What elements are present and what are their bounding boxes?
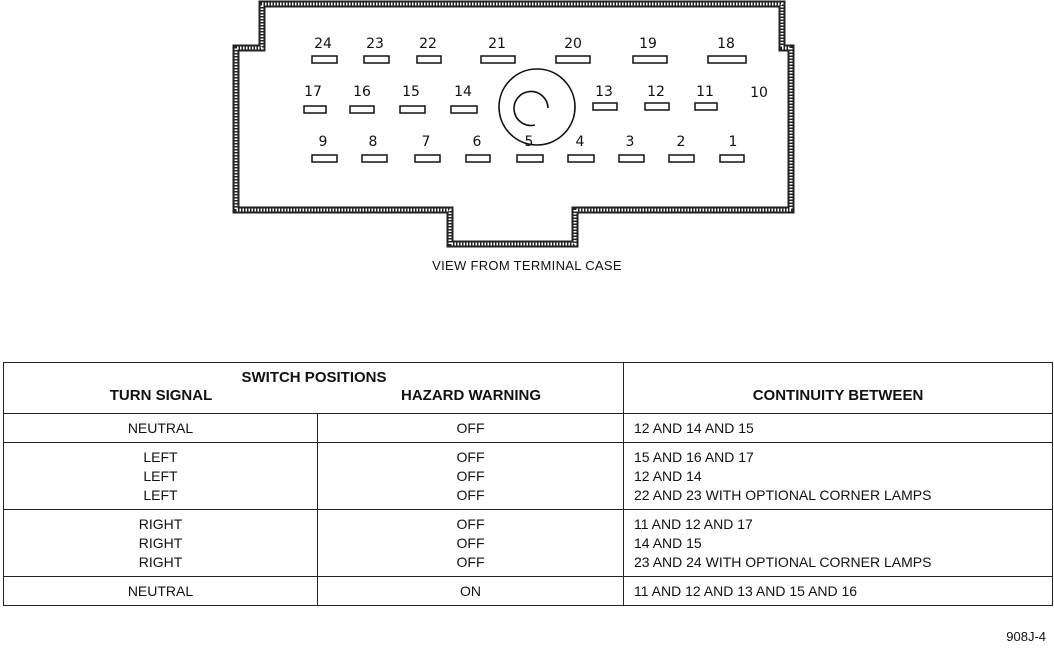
hazard-warning-cell-line: OFF [456,535,485,551]
hazard-warning-cell-line: OFF [456,420,485,436]
terminal-slot-12 [644,102,670,111]
pin-label-20: 20 [564,36,582,52]
terminal-slot-18 [707,55,747,64]
turn-signal-cell-line: LEFT [143,487,178,503]
continuity-cell: 11 AND 12 AND 17 14 AND 15 23 AND 24 WITH … [623,509,1053,577]
continuity-cell-line: 22 AND 23 WITH OPTIONAL CORNER LAMPS [634,487,932,503]
turn-signal-cell-line: RIGHT [138,516,183,532]
pin-label-21: 21 [488,36,506,52]
pin-label-16: 16 [353,84,371,100]
turn-signal-cell-line: LEFT [143,449,178,465]
terminal-slot-16 [349,105,375,114]
continuity-cell: 12 AND 14 AND 15 [623,413,1053,443]
hazard-warning-header: HAZARD WARNING [401,387,541,404]
continuity-cell: 15 AND 16 AND 17 12 AND 14 22 AND 23 WITH … [623,442,1053,510]
pin-label-6: 6 [473,134,482,150]
pin-label-24: 24 [314,36,332,52]
pin-label-18: 18 [717,36,735,52]
turn-signal-header: TURN SIGNAL [109,387,213,404]
terminal-slot-22 [416,55,442,64]
table-row: NEUTRAL OFF 12 AND 14 AND 15 [3,413,1053,443]
pin-label-22: 22 [419,36,437,52]
pin-label-2: 2 [677,134,686,150]
hazard-warning-cell-line: OFF [456,516,485,532]
turn-signal-cell-line: RIGHT [138,554,183,570]
hazard-warning-cell-line: OFF [456,468,485,484]
terminal-slot-3 [618,154,645,163]
terminal-slot-13 [592,102,618,111]
terminal-slot-14 [450,105,478,114]
turn-signal-cell-line: NEUTRAL [127,583,194,599]
pin-label-5: 5 [525,134,534,150]
pin-label-11: 11 [696,84,714,100]
terminal-slot-8 [361,154,388,163]
turn-signal-cell: NEUTRAL [3,413,318,443]
continuity-cell-line: 23 AND 24 WITH OPTIONAL CORNER LAMPS [634,554,932,570]
table-row: RIGHT RIGHT RIGHT OFF OFF OFF 11 AND 12 AND 17… [3,509,1053,577]
terminal-slot-6 [465,154,491,163]
terminal-slot-1 [719,154,745,163]
pin-label-12: 12 [647,84,665,100]
terminal-slot-2 [668,154,695,163]
pin-label-10: 10 [750,85,768,101]
hazard-warning-cell-line: OFF [456,554,485,570]
turn-signal-cell: LEFT LEFT LEFT [3,442,318,510]
hazard-warning-cell-line: OFF [456,487,485,503]
pin-label-1: 1 [729,134,738,150]
pin-label-15: 15 [402,84,420,100]
turn-signal-cell-line: NEUTRAL [127,420,194,436]
pin-label-13: 13 [595,84,613,100]
turn-signal-cell-line: RIGHT [138,535,183,551]
pin-label-17: 17 [304,84,322,100]
pin-label-19: 19 [639,36,657,52]
terminal-slot-9 [311,154,338,163]
pin-label-14: 14 [454,84,472,100]
terminal-slot-5 [516,154,544,163]
diagram-caption: VIEW FROM TERMINAL CASE [432,258,622,273]
pin-label-8: 8 [369,134,378,150]
continuity-cell-line: 12 AND 14 [634,468,702,484]
terminal-slot-19 [632,55,668,64]
terminal-slot-4 [567,154,595,163]
hazard-warning-cell-line: ON [460,583,481,599]
table-header-row: SWITCH POSITIONS TURN SIGNAL HAZARD WARN… [3,362,1053,414]
turn-signal-cell: RIGHT RIGHT RIGHT [3,509,318,577]
continuity-cell-line: 12 AND 14 AND 15 [634,420,754,436]
terminal-slot-7 [414,154,441,163]
pin-label-9: 9 [319,134,328,150]
table-row: NEUTRAL ON 11 AND 12 AND 13 AND 15 AND 16 [3,576,1053,606]
pin-label-7: 7 [422,134,431,150]
continuity-cell: 11 AND 12 AND 13 AND 15 AND 16 [623,576,1053,606]
hazard-warning-cell: OFF OFF OFF [317,509,624,577]
continuity-cell-line: 11 AND 12 AND 17 [634,516,753,532]
turn-signal-cell-line: LEFT [143,468,178,484]
terminal-slot-21 [480,55,516,64]
pin-label-23: 23 [366,36,384,52]
switch-positions-header: SWITCH POSITIONS [241,369,387,386]
hazard-warning-cell: OFF OFF OFF [317,442,624,510]
continuity-between-header: CONTINUITY BETWEEN [752,387,924,404]
terminal-slot-17 [303,105,327,114]
continuity-table: SWITCH POSITIONS TURN SIGNAL HAZARD WARN… [3,362,1053,606]
continuity-cell-line: 15 AND 16 AND 17 [634,449,754,465]
terminal-slot-11 [694,102,718,111]
pin-label-4: 4 [576,134,585,150]
continuity-cell-line: 14 AND 15 [634,535,702,551]
continuity-cell-line: 11 AND 12 AND 13 AND 15 AND 16 [634,583,858,599]
terminal-slot-23 [363,55,390,64]
terminal-slot-15 [399,105,426,114]
terminal-slot-20 [555,55,591,64]
hazard-warning-cell: OFF [317,413,624,443]
hazard-warning-cell: ON [317,576,624,606]
terminal-slot-24 [311,55,338,64]
hazard-warning-cell-line: OFF [456,449,485,465]
turn-signal-cell: NEUTRAL [3,576,318,606]
figure-reference: 908J-4 [1006,629,1046,644]
pin-label-3: 3 [626,134,635,150]
table-row: LEFT LEFT LEFT OFF OFF OFF 15 AND 16 AND 17 12 … [3,442,1053,510]
locking-ring [498,68,576,146]
